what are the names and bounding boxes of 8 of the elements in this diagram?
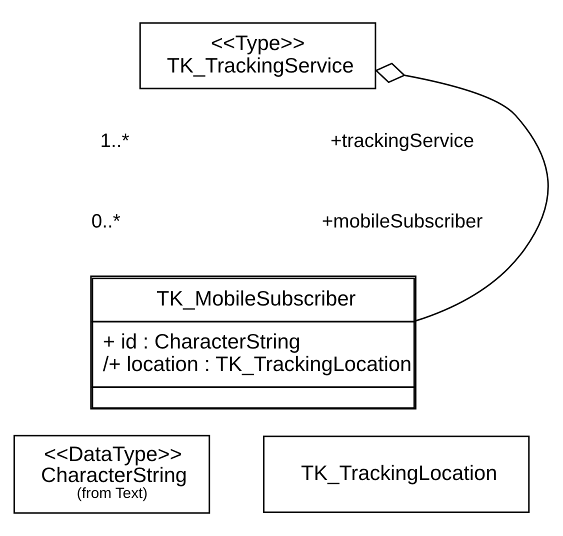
node-box: <<DataType>> CharacterString (from Text)	[14, 434, 210, 514]
label: +mobileSubscriber	[322, 210, 483, 233]
label: +trackingService	[330, 130, 474, 152]
label: 0..*	[91, 210, 120, 233]
node-box: TK_TrackingLocation	[263, 436, 530, 514]
connector	[374, 62, 549, 322]
node-box: <<Type>> TK_TrackingService	[139, 22, 376, 90]
label: 1..*	[100, 130, 130, 152]
